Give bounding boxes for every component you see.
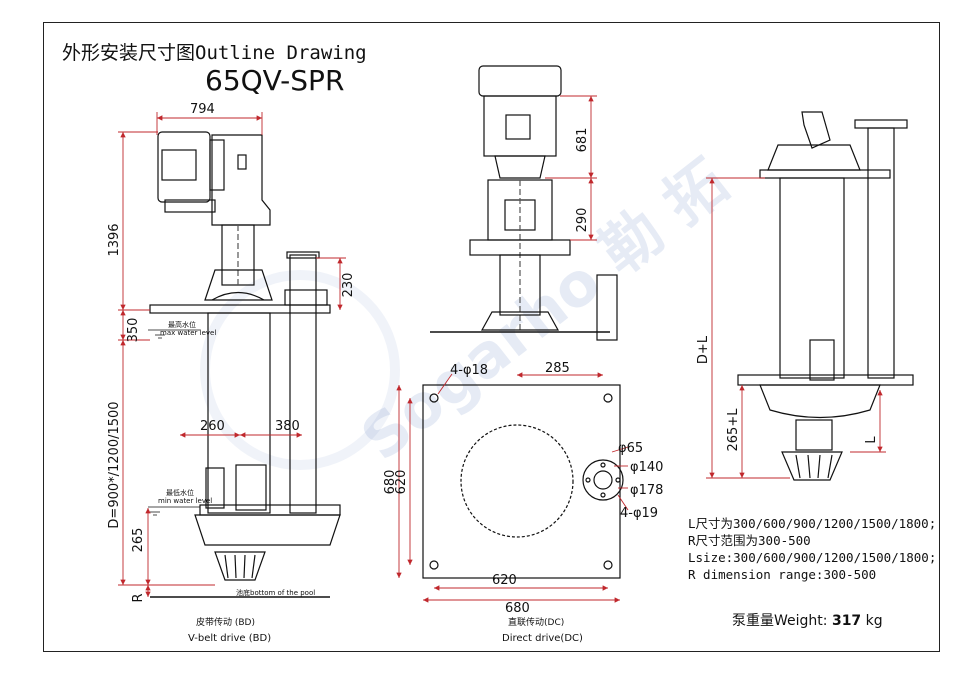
max-level-en: max water level [160, 329, 216, 337]
dim-R: R [131, 593, 146, 602]
plan-view-dimension-labels: 4-φ18 285 680 620 620 680 φ65 φ140 φ178 … [383, 361, 663, 616]
dim-4-phi18: 4-φ18 [450, 363, 488, 378]
dim-L: L [864, 436, 879, 444]
dimension-notes: L尺寸为300/600/900/1200/1500/1800; R尺寸范围为30… [688, 515, 936, 583]
weight-label: 泵重量Weight: [732, 613, 828, 629]
plan-view [422, 384, 624, 579]
max-level-cn: 最高水位 [168, 320, 196, 329]
dim-620-vertical: 620 [394, 470, 409, 495]
dim-D-plus-L: D+L [696, 335, 711, 364]
belt-drive-caption-en: V-belt drive (BD) [188, 633, 271, 644]
dim-380: 380 [275, 419, 300, 434]
direct-drive-dimensions [545, 95, 597, 241]
weight-value: 317 [831, 613, 862, 629]
dim-265-plus-L: 265+L [726, 408, 741, 452]
side-view-dimensions [706, 177, 886, 479]
pump-weight: 泵重量Weight: 317 kg [732, 610, 883, 630]
direct-drive-view [430, 65, 618, 341]
watermark-ring [200, 270, 400, 470]
watermark: Sogarho 勒 拓 [349, 147, 741, 475]
note-line-2: R尺寸范围为300-500 [688, 533, 811, 548]
dim-phi178: φ178 [630, 483, 663, 498]
dim-phi140: φ140 [630, 460, 663, 475]
pool-bottom-label: 池底bottom of the pool [236, 588, 315, 597]
min-level-cn: 最低水位 [166, 488, 194, 497]
dim-285: 285 [545, 361, 570, 376]
dim-620-horizontal: 620 [492, 573, 517, 588]
model-number: 65QV-SPR [205, 64, 345, 97]
dim-680-horizontal: 680 [505, 601, 530, 616]
dim-350: 350 [126, 318, 141, 343]
drawing-title: 外形安装尺寸图Outline Drawing [62, 42, 367, 64]
belt-drive-dimensions [118, 112, 346, 597]
dim-phi65: φ65 [618, 441, 643, 456]
dim-794: 794 [190, 102, 215, 117]
min-level-en: min water level [158, 497, 212, 505]
direct-drive-caption-cn: 直联传动(DC) [508, 616, 564, 628]
note-line-4: R dimension range:300-500 [688, 567, 877, 582]
belt-drive-view [148, 131, 341, 598]
plan-view-dimensions [396, 372, 629, 603]
weight-unit: kg [865, 613, 883, 629]
dim-680-vertical: 680 [383, 470, 398, 495]
dim-681: 681 [575, 128, 590, 153]
note-line-3: Lsize:300/600/900/1200/1500/1800; [688, 550, 937, 565]
direct-drive-caption-en: Direct drive(DC) [502, 633, 583, 644]
dim-290: 290 [575, 208, 590, 233]
drawing-frame [43, 22, 940, 652]
belt-drive-caption-cn: 皮带传动 (BD) [196, 616, 255, 628]
dim-1396: 1396 [107, 223, 122, 256]
belt-drive-dimension-labels: 794 1396 230 350 D=900*/1200/1500 260 38… [107, 102, 356, 603]
dim-265: 265 [131, 528, 146, 553]
dim-260: 260 [200, 419, 225, 434]
side-view [737, 111, 914, 481]
dim-4-phi19: 4-φ19 [620, 506, 658, 521]
dim-230: 230 [341, 273, 356, 298]
dim-D: D=900*/1200/1500 [107, 401, 122, 528]
svg-text:Sogarho 勒 拓: Sogarho 勒 拓 [349, 147, 741, 475]
note-line-1: L尺寸为300/600/900/1200/1500/1800; [688, 516, 937, 531]
